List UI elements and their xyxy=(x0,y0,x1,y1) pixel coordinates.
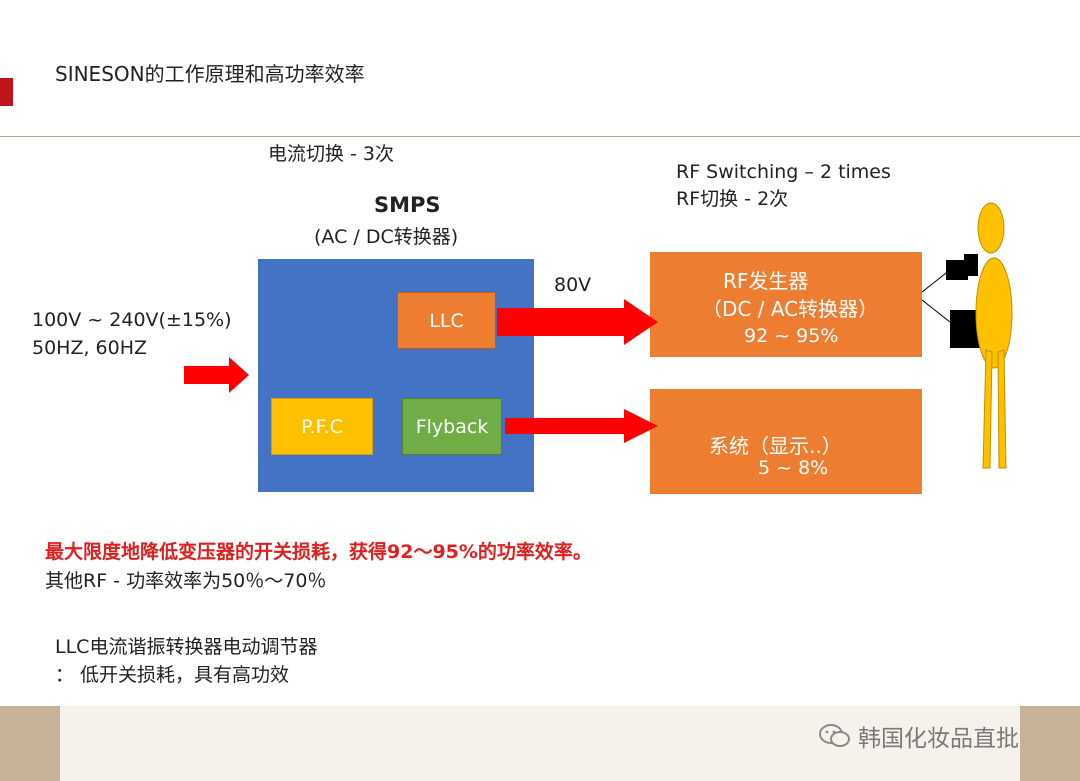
smps-title: SMPS xyxy=(374,193,441,217)
system-efficiency-label: 5 ~ 8% xyxy=(758,457,829,479)
rf-switching-cn-label: RF切换 - 2次 xyxy=(676,188,789,210)
voltage-label: 80V xyxy=(554,274,592,296)
efficiency-highlight-note: 最大限度地降低变压器的开关损耗，获得92～95%的功率效率。 xyxy=(45,541,592,563)
system-box: 系统（显示..） 5 ~ 8% xyxy=(650,389,922,494)
rf-efficiency-label: 92 ~ 95% xyxy=(744,325,839,347)
other-rf-note: 其他RF - 功率效率为50％～70％ xyxy=(45,570,327,592)
human-figure-icon xyxy=(975,202,1013,469)
llc-block: LLC xyxy=(397,292,496,349)
footer-panel xyxy=(60,706,1020,781)
flyback-block: Flyback xyxy=(402,398,502,455)
accent-bar xyxy=(0,78,13,106)
title-divider xyxy=(0,136,1080,137)
rf-switching-en-label: RF Switching – 2 times xyxy=(676,161,891,183)
input-arrow xyxy=(184,357,249,393)
pfc-block: P.F.C xyxy=(271,398,373,455)
handpiece-device-icon xyxy=(921,254,980,348)
input-voltage-label: 100V ~ 240V(±15%) xyxy=(32,309,232,331)
rf-converter-label: （DC / AC转换器） xyxy=(702,297,879,321)
llc-output-arrow xyxy=(497,299,658,345)
wechat-icon xyxy=(819,724,850,747)
rf-generator-label: RF发生器 xyxy=(723,269,809,293)
llc-benefit: ： 低开关损耗，具有高功效 xyxy=(55,664,290,686)
system-label: 系统（显示..） xyxy=(709,434,842,458)
smps-subtitle: (AC / DC转换器) xyxy=(314,226,459,248)
rf-generator-box: RF发生器 （DC / AC转换器） 92 ~ 95% xyxy=(650,252,922,357)
input-frequency-label: 50HZ, 60HZ xyxy=(32,337,148,359)
flyback-output-arrow xyxy=(505,409,658,443)
current-switch-label: 电流切换 - 3次 xyxy=(268,143,395,165)
watermark: 韩国化妆品直批 xyxy=(818,719,1019,753)
llc-description: LLC电流谐振转换器电动调节器 xyxy=(55,636,318,658)
slide-title: SINESON的工作原理和高功率效率 xyxy=(55,62,365,86)
watermark-text: 韩国化妆品直批 xyxy=(858,726,1019,752)
